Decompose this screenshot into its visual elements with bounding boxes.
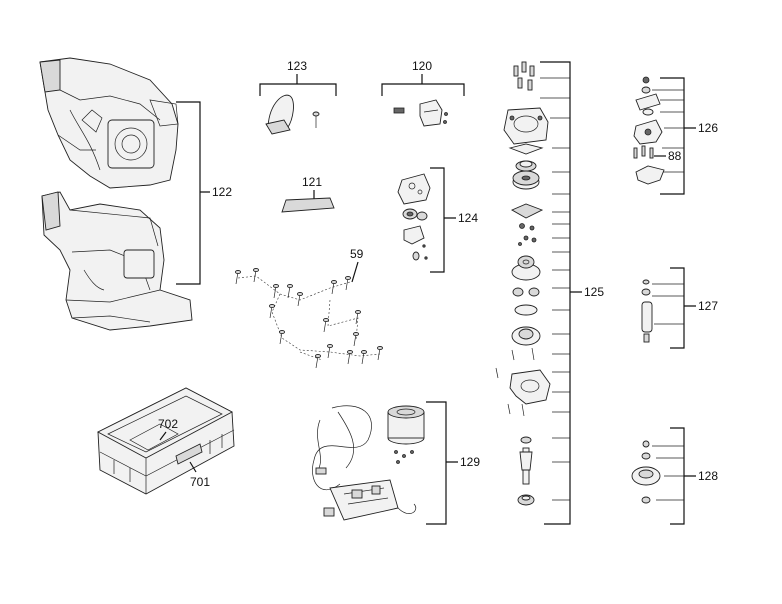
label-123: 123 (287, 59, 307, 73)
controller-board-129[interactable] (323, 479, 417, 521)
gear-125[interactable] (512, 170, 540, 190)
label-121: 121 (302, 175, 322, 189)
spindle-125[interactable] (519, 436, 533, 485)
bearing-125c[interactable] (517, 494, 535, 506)
label-88: 88 (668, 149, 682, 163)
housing-half-top[interactable] (39, 57, 179, 189)
leader-ticks-128 (652, 445, 684, 501)
ball-120b[interactable] (443, 120, 447, 124)
gear-housing-125[interactable] (503, 107, 549, 145)
leader-701 (189, 461, 197, 473)
leader-120 (381, 74, 465, 96)
plate-125b[interactable] (510, 203, 544, 219)
pins-top-125[interactable] (513, 61, 535, 91)
label-126: 126 (698, 121, 718, 135)
leader-122 (176, 101, 210, 285)
cam-plate-126[interactable] (635, 165, 665, 185)
clutch-125[interactable] (511, 255, 541, 281)
carry-case[interactable] (97, 387, 235, 495)
bearing-125a[interactable] (515, 160, 537, 172)
motor-stator-129[interactable] (387, 405, 425, 445)
ball-120[interactable] (444, 112, 448, 116)
wiring-harness-129[interactable] (312, 405, 372, 491)
label-125: 125 (584, 285, 604, 299)
leader-129 (426, 401, 458, 525)
leader-127 (670, 267, 696, 349)
leader-125 (540, 61, 582, 525)
leader-ticks-126 (652, 89, 684, 173)
label-128: 128 (698, 469, 718, 483)
label-129: 129 (460, 455, 480, 469)
label-702: 702 (158, 417, 178, 431)
leader-702 (159, 431, 167, 441)
leader-59 (351, 261, 359, 283)
pins-88[interactable] (633, 145, 654, 159)
switch-assembly-124[interactable] (397, 173, 431, 261)
shaft-assembly-127[interactable] (641, 279, 653, 343)
label-plate-121[interactable] (281, 197, 335, 213)
gear-case-125[interactable] (509, 369, 551, 405)
label-701: 701 (190, 475, 210, 489)
plate-125[interactable] (508, 143, 544, 155)
leader-ticks-125 (540, 77, 570, 501)
leader-126 (660, 77, 696, 195)
handle-clip-part[interactable] (265, 94, 294, 135)
pad-assembly-128[interactable] (631, 440, 661, 504)
label-59: 59 (350, 247, 364, 261)
leader-123 (259, 74, 337, 96)
leader-ticks-127 (652, 283, 684, 325)
screw-123[interactable] (312, 111, 320, 128)
spring-120[interactable] (393, 107, 405, 114)
screws-125[interactable] (495, 347, 535, 417)
ring-125[interactable] (511, 326, 541, 346)
small-parts-125[interactable] (518, 223, 537, 246)
gear-assembly-126[interactable] (633, 76, 663, 145)
washer-125[interactable] (514, 304, 538, 316)
screw-set-59[interactable] (235, 267, 383, 369)
label-122: 122 (212, 185, 232, 199)
label-127: 127 (698, 299, 718, 313)
switch-block-120[interactable] (419, 99, 443, 127)
bearing-125b[interactable] (512, 287, 540, 297)
label-120: 120 (412, 59, 432, 73)
leader-124 (430, 167, 456, 273)
motor-screws-129[interactable] (394, 450, 414, 464)
label-124: 124 (458, 211, 478, 225)
housing-half-bottom[interactable] (41, 191, 193, 331)
